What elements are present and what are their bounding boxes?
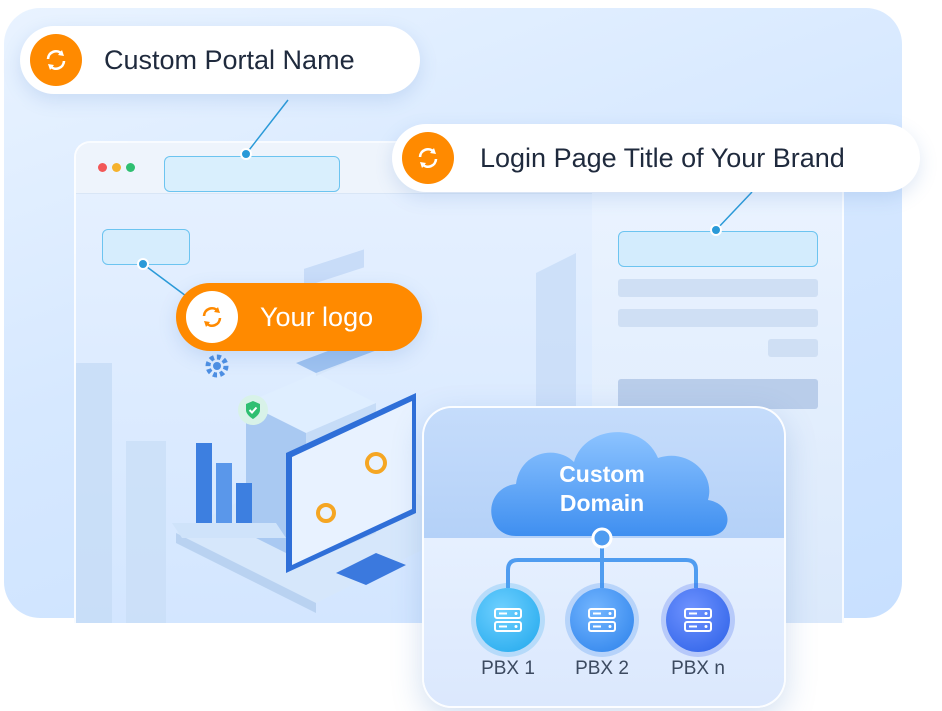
window-close-dot (98, 163, 107, 172)
window-minimize-dot (112, 163, 121, 172)
login-password-line (618, 309, 818, 327)
pbx-label-2: PBX 2 (575, 658, 629, 679)
login-username-line (618, 279, 818, 297)
custom-domain-card: Custom Domain PBX 1 PBX 2 PBX n (422, 406, 786, 708)
gear-icon (204, 353, 230, 379)
logo-callout: Your logo (176, 283, 422, 351)
portal-name-callout: Custom Portal Name (20, 26, 420, 94)
window-maximize-dot (126, 163, 135, 172)
login-forgot-line (768, 339, 818, 357)
pbx-label-n: PBX n (671, 658, 725, 679)
custom-domain-line2: Domain (559, 490, 645, 516)
login-button-placeholder (618, 379, 818, 409)
login-title-label: Login Page Title of Your Brand (480, 142, 845, 173)
login-title-callout: Login Page Title of Your Brand (392, 124, 920, 192)
cloud-icon (491, 432, 728, 588)
pbx-node-1 (476, 588, 540, 652)
custom-domain-line1: Custom (559, 461, 645, 487)
shield-check-icon (238, 395, 268, 425)
custom-domain-label: Custom Domain (502, 460, 702, 518)
server-icon (588, 608, 616, 632)
sync-icon (30, 34, 82, 86)
logo-label: Your logo (260, 301, 374, 332)
server-icon (494, 608, 522, 632)
server-icon (684, 608, 712, 632)
sync-icon (186, 291, 238, 343)
isometric-illustration (76, 249, 576, 623)
pbx-label-1: PBX 1 (481, 658, 535, 679)
portal-name-field (164, 156, 340, 192)
pbx-node-n (666, 588, 730, 652)
portal-name-label: Custom Portal Name (104, 44, 355, 75)
sync-icon (402, 132, 454, 184)
pbx-node-2 (570, 588, 634, 652)
